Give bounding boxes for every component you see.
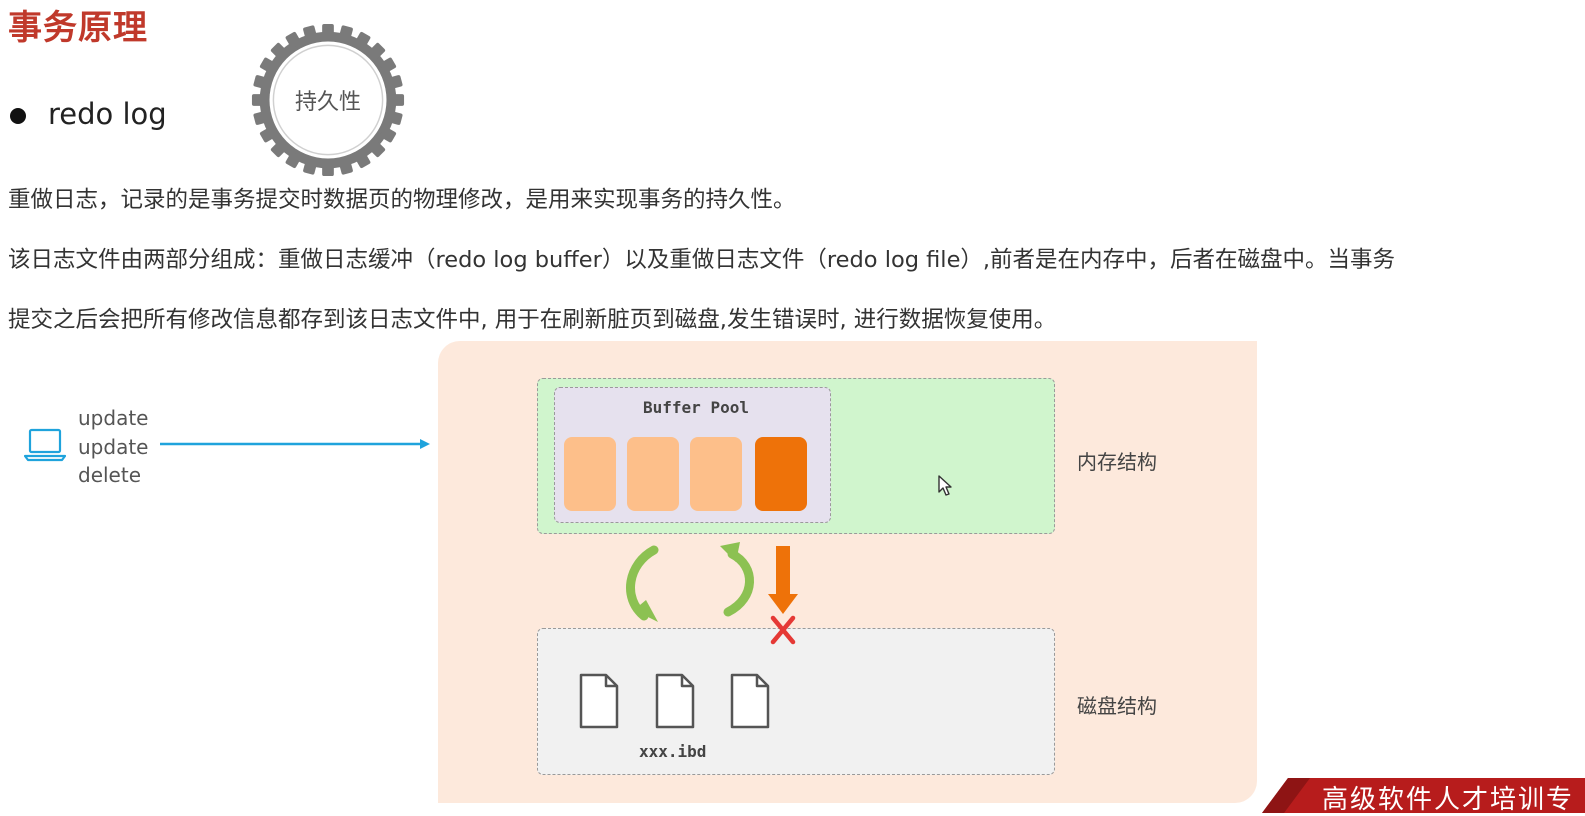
cross-icon <box>770 615 796 645</box>
memory-structure-label: 内存结构 <box>1077 450 1157 474</box>
gear-icon <box>251 23 405 177</box>
ibd-file-label: xxx.ibd <box>639 742 707 761</box>
footer-banner <box>1262 778 1585 813</box>
bullet-dot <box>10 108 26 124</box>
bullet-label: redo log <box>48 97 167 131</box>
operation-delete: delete <box>78 463 142 487</box>
clean-page <box>690 437 742 511</box>
dirty-page <box>755 437 807 511</box>
paragraph-2: 该日志文件由两部分组成：重做日志缓冲（redo log buffer）以及重做日… <box>8 247 1396 273</box>
file-icon <box>579 673 619 729</box>
disk-area <box>537 628 1055 775</box>
sync-down-arrow <box>626 545 659 622</box>
file-icon <box>730 673 770 729</box>
clean-page <box>564 437 616 511</box>
operation-update: update <box>78 434 149 459</box>
request-arrow <box>160 439 430 449</box>
durability-badge-label: 持久性 <box>294 90 361 115</box>
sync-up-arrow <box>720 542 754 617</box>
clean-page <box>627 437 679 511</box>
operation-list: update update delete <box>78 404 148 490</box>
page-title: 事务原理 <box>8 8 148 48</box>
footer-banner-text: 高级软件人才培训专 <box>1322 785 1575 815</box>
flow-arrows <box>626 542 798 645</box>
mouse-cursor-icon <box>938 475 952 496</box>
operation-update: update <box>78 406 149 430</box>
flush-arrow <box>768 546 798 614</box>
paragraph-3: 提交之后会把所有修改信息都存到该日志文件中, 用于在刷新脏页到磁盘,发生错误时,… <box>8 307 1057 333</box>
paragraph-1: 重做日志，记录的是事务提交时数据页的物理修改，是用来实现事务的持久性。 <box>8 187 796 213</box>
disk-structure-label: 磁盘结构 <box>1077 694 1157 718</box>
file-icon <box>655 673 695 729</box>
laptop-icon <box>24 428 66 462</box>
buffer-pool-title: Buffer Pool <box>643 398 749 417</box>
